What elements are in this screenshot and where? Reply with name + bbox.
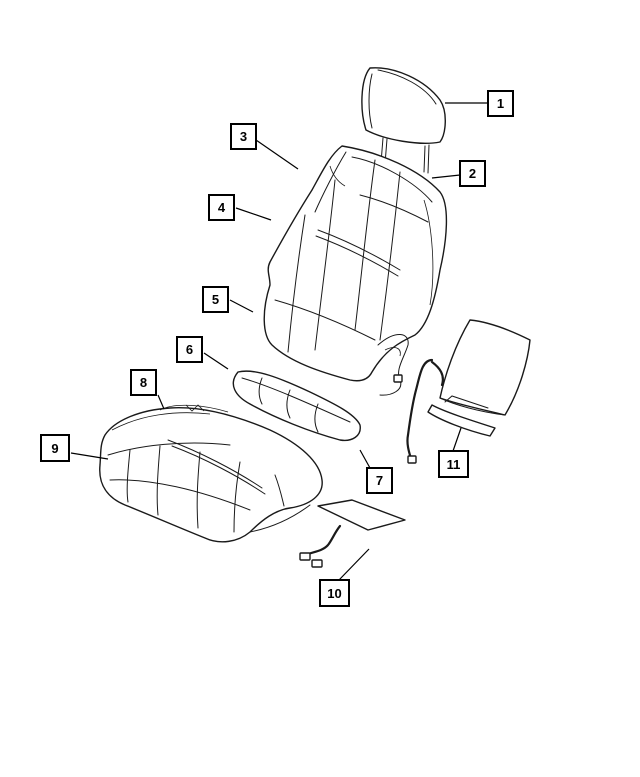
callout-10: 10: [319, 579, 350, 607]
callout-3: 3: [230, 123, 257, 150]
callout-6: 6: [176, 336, 203, 363]
callout-1-label: 1: [497, 96, 504, 111]
callout-8-label: 8: [140, 375, 147, 390]
callout-9: 9: [40, 434, 70, 462]
callout-5: 5: [202, 286, 229, 313]
seat-back: [263, 145, 448, 396]
callout-10-label: 10: [327, 586, 341, 601]
callout-11: 11: [438, 450, 469, 478]
cushion-bolster: [232, 370, 361, 442]
heater-pad-cushion: [299, 499, 406, 568]
leader-lines: [70, 102, 488, 581]
heater-pad-back: [393, 319, 531, 464]
callout-8: 8: [130, 369, 157, 396]
callout-5-label: 5: [212, 292, 219, 307]
callout-7: 7: [366, 467, 393, 494]
callout-11-label: 11: [447, 457, 461, 472]
callout-7-label: 7: [376, 473, 383, 488]
callout-2: 2: [459, 160, 486, 187]
callout-3-label: 3: [240, 129, 247, 144]
callout-4-label: 4: [218, 200, 226, 215]
callout-9-label: 9: [51, 441, 58, 456]
callout-6-label: 6: [186, 342, 193, 357]
seat-cushion: [99, 404, 323, 543]
callout-4: 4: [208, 194, 235, 221]
callout-2-label: 2: [469, 166, 476, 181]
callout-1: 1: [487, 90, 514, 117]
headrest: [361, 67, 446, 174]
